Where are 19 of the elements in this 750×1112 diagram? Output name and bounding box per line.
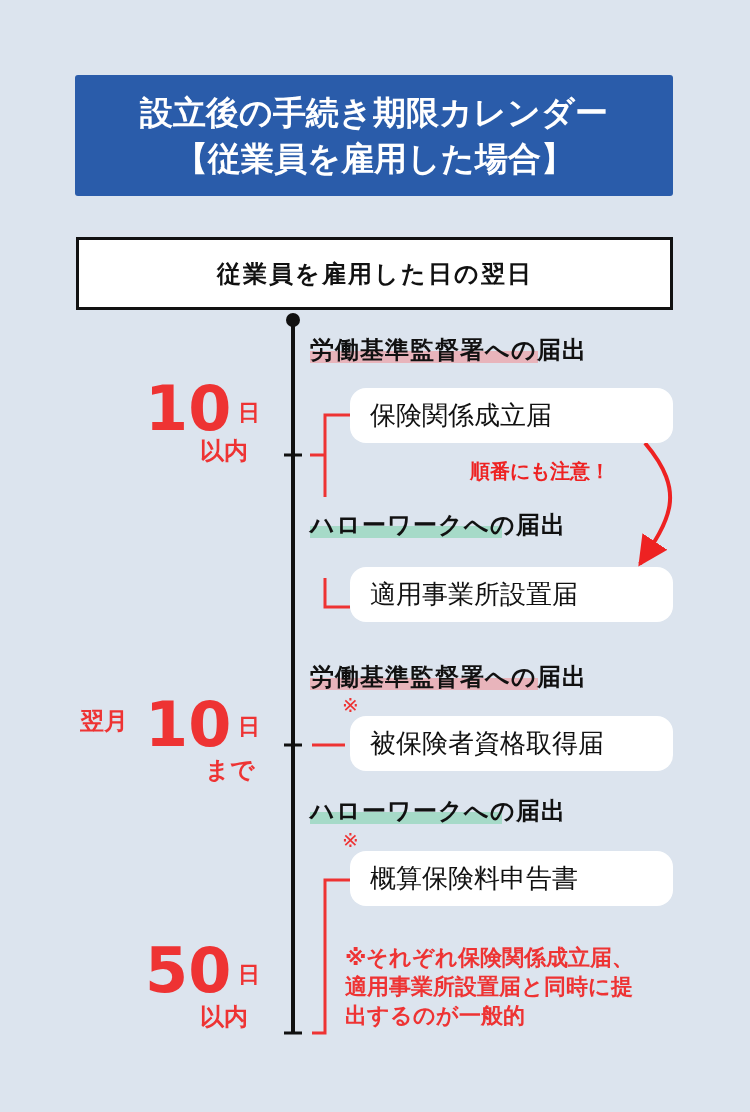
deadline-text: 以内 [200, 1002, 248, 1033]
note-text: ※それぞれ保険関係成立届、適用事業所設置届と同時に提出するのが一般的 [345, 944, 636, 1030]
form-name: 被保険者資格取得届 [370, 727, 604, 760]
note-mark: ※ [342, 829, 359, 851]
form-name: 概算保険料申告書 [370, 862, 578, 895]
form-name: 適用事業所設置届 [370, 578, 578, 611]
header-box [76, 237, 673, 310]
title-text: 設立後の手続き期限カレンダー【従業員を雇用した場合】 [139, 91, 609, 180]
form-name: 保険関係成立届 [370, 399, 552, 432]
day-unit: 日 [238, 399, 260, 427]
day-unit: 日 [238, 713, 260, 741]
form-box [350, 388, 673, 443]
day-unit: 日 [238, 961, 260, 989]
note-mark: ※ [342, 694, 359, 716]
arrow [638, 441, 672, 567]
form-box [350, 567, 673, 622]
deadline-text: 翌月 [80, 706, 128, 737]
header-text: 従業員を雇用した日の翌日 [216, 258, 533, 290]
edge-label: 順番にも注意！ [470, 459, 610, 483]
